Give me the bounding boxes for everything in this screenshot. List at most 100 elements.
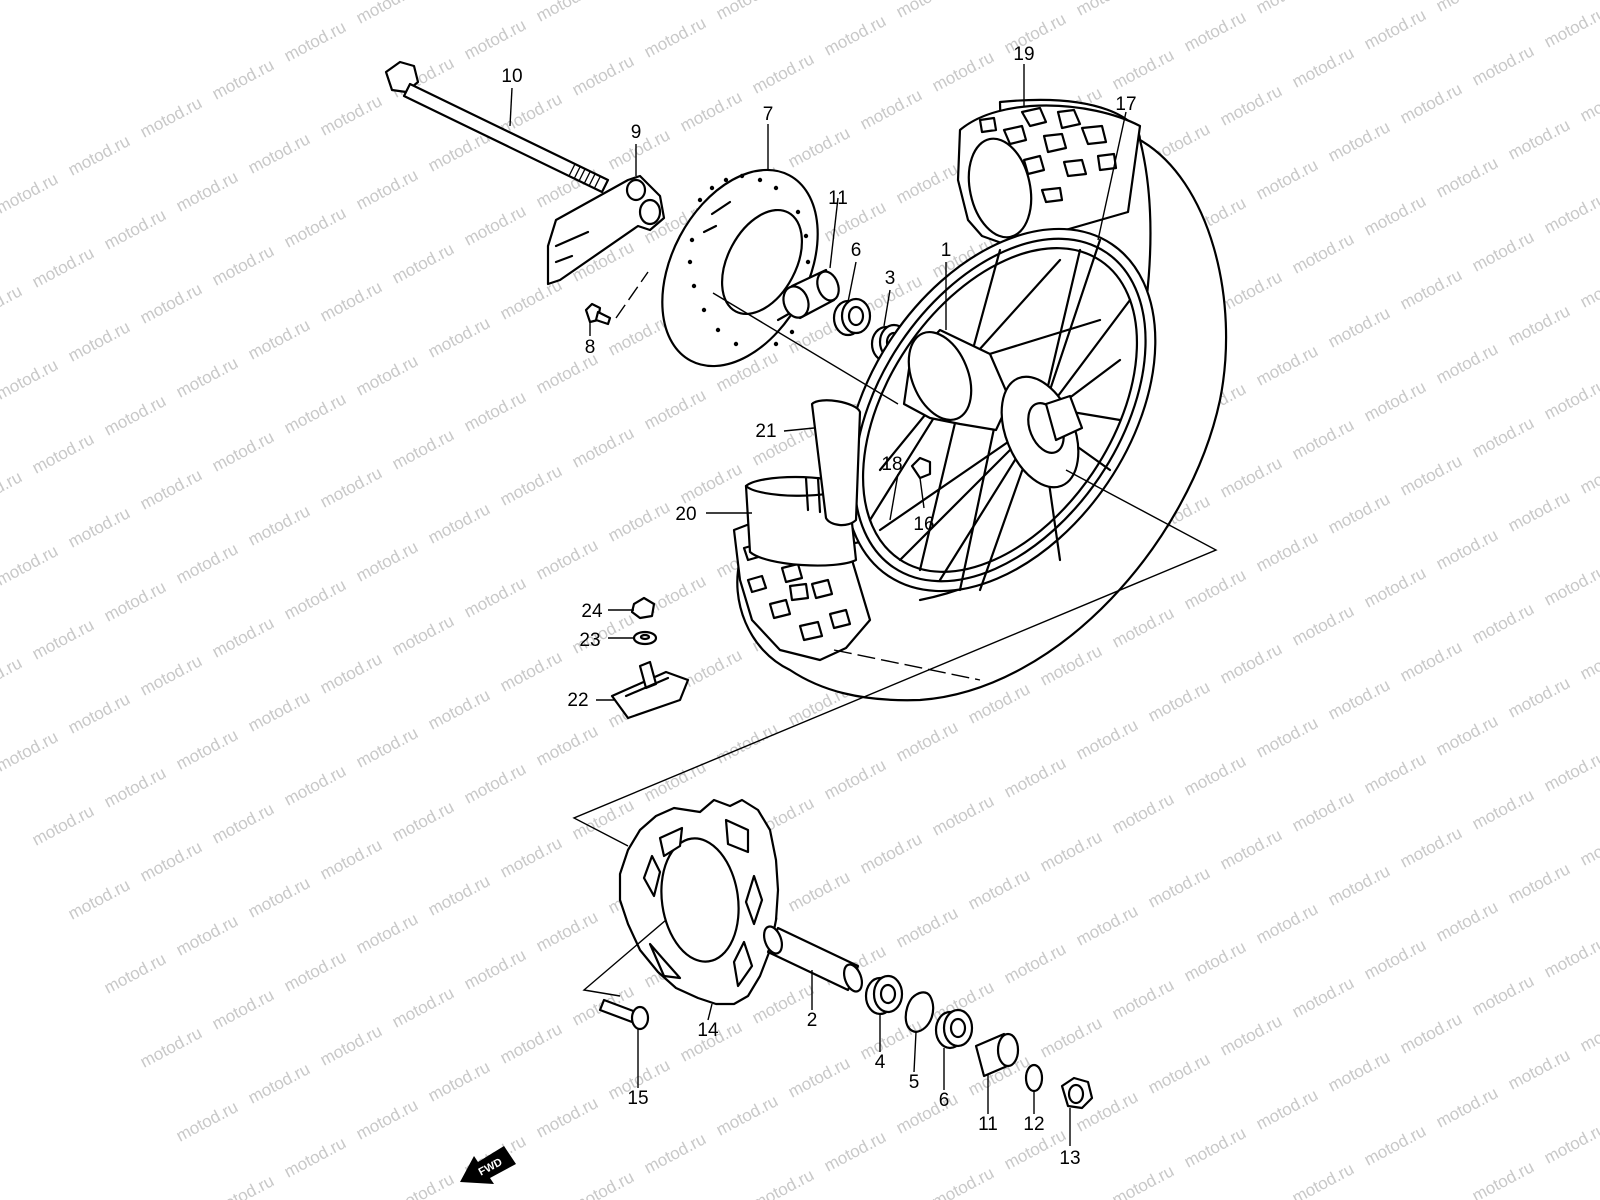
- watermark-text: motod.ru: [0, 727, 61, 775]
- watermark-text: motod.ru: [1397, 1009, 1465, 1057]
- callout-3: 3: [885, 268, 896, 289]
- watermark-text: motod.ru: [173, 539, 241, 587]
- callout-22: 22: [567, 690, 588, 711]
- watermark-text: motod.ru: [1325, 675, 1393, 723]
- callout-21: 21: [755, 421, 776, 442]
- watermark-text: motod.ru: [821, 755, 889, 803]
- watermark-text: motod.ru: [1037, 827, 1105, 875]
- watermark-text: motod.ru: [209, 241, 277, 289]
- watermark-text: motod.ru: [533, 907, 601, 955]
- watermark-text: motod.ru: [245, 501, 313, 549]
- watermark-text: motod.ru: [497, 647, 565, 695]
- spacer-part-11-upper: [782, 268, 840, 320]
- watermark-text: motod.ru: [1469, 413, 1537, 461]
- watermark-text: motod.ru: [137, 837, 205, 885]
- callout-19: 19: [1013, 44, 1034, 65]
- watermark-text: motod.ru: [0, 541, 61, 589]
- callout-17: 17: [1115, 94, 1136, 115]
- watermark-text: motod.ru: [1289, 415, 1357, 463]
- watermark-text: motod.ru: [173, 911, 241, 959]
- watermark-text: motod.ru: [353, 1095, 421, 1143]
- callout-9: 9: [631, 122, 642, 143]
- watermark-text: motod.ru: [1577, 821, 1600, 869]
- watermark-text: motod.ru: [29, 429, 97, 477]
- watermark-text: motod.ru: [1181, 565, 1249, 613]
- watermark-text: motod.ru: [389, 983, 457, 1031]
- washer-part-12: [1024, 1063, 1044, 1093]
- watermark-text: motod.ru: [569, 51, 637, 99]
- watermark-text: motod.ru: [353, 537, 421, 585]
- rim-lock-part-22: [610, 660, 690, 720]
- watermark-text: motod.ru: [1469, 41, 1537, 89]
- watermark-text: motod.ru: [389, 239, 457, 287]
- watermark-text: motod.ru: [65, 689, 133, 737]
- bolt-part-8: [584, 271, 649, 326]
- watermark-text: motod.ru: [1253, 0, 1321, 18]
- watermark-text: motod.ru: [749, 49, 817, 97]
- watermark-text: motod.ru: [101, 577, 169, 625]
- watermark-text: motod.ru: [1217, 81, 1285, 129]
- callout-18: 18: [881, 454, 902, 475]
- watermark-text: motod.ru: [1217, 267, 1285, 315]
- watermark-text: motod.ru: [821, 1127, 889, 1175]
- watermark-text: motod.ru: [281, 947, 349, 995]
- watermark-text: motod.ru: [173, 725, 241, 773]
- watermark-text: motod.ru: [425, 313, 493, 361]
- watermark-text: motod.ru: [533, 721, 601, 769]
- watermark-text: motod.ru: [1541, 189, 1600, 237]
- watermark-text: motod.ru: [1289, 787, 1357, 835]
- watermark-text: motod.ru: [461, 15, 529, 63]
- watermark-text: motod.ru: [353, 165, 421, 213]
- watermark-text: motod.ru: [317, 91, 385, 139]
- watermark-text: motod.ru: [101, 391, 169, 439]
- callout-7: 7: [763, 104, 774, 125]
- watermark-text: motod.ru: [101, 205, 169, 253]
- watermark-text: motod.ru: [1361, 749, 1429, 797]
- watermark-text: motod.ru: [0, 467, 25, 515]
- watermark-text: motod.ru: [1433, 0, 1501, 16]
- watermark-text: motod.ru: [533, 0, 601, 26]
- watermark-text: motod.ru: [245, 687, 313, 735]
- watermark-text: motod.ru: [245, 873, 313, 921]
- watermark-text: motod.ru: [1469, 971, 1537, 1019]
- watermark-text: motod.ru: [1217, 453, 1285, 501]
- watermark-text: motod.ru: [1469, 599, 1537, 647]
- watermark-text: motod.ru: [1541, 1119, 1600, 1167]
- watermark-text: motod.ru: [29, 243, 97, 291]
- callout-23: 23: [579, 630, 600, 651]
- callout-10: 10: [501, 66, 522, 87]
- watermark-text: motod.ru: [1289, 229, 1357, 277]
- watermark-text: motod.ru: [317, 1021, 385, 1069]
- watermark-text: motod.ru: [1181, 751, 1249, 799]
- watermark-text: motod.ru: [1433, 525, 1501, 573]
- watermark-text: motod.ru: [389, 425, 457, 473]
- watermark-text: motod.ru: [353, 351, 421, 399]
- watermark-text: motod.ru: [65, 503, 133, 551]
- watermark-text: motod.ru: [1505, 115, 1573, 163]
- watermark-text: motod.ru: [173, 353, 241, 401]
- watermark-text: motod.ru: [1361, 377, 1429, 425]
- watermark-text: motod.ru: [893, 0, 961, 22]
- watermark-text: motod.ru: [1325, 861, 1393, 909]
- watermark-text: motod.ru: [1577, 77, 1600, 125]
- watermark-text: motod.ru: [281, 389, 349, 437]
- watermark-text: motod.ru: [101, 949, 169, 997]
- watermark-text: motod.ru: [1361, 191, 1429, 239]
- watermark-text: motod.ru: [1181, 1123, 1249, 1171]
- nut-part-24: [630, 596, 656, 620]
- watermark-text: motod.ru: [1505, 859, 1573, 907]
- watermark-text: motod.ru: [1253, 1085, 1321, 1133]
- watermark-text: motod.ru: [209, 427, 277, 475]
- axle-sleeve-part-2: [762, 925, 864, 993]
- watermark-text: motod.ru: [281, 1133, 349, 1181]
- washer-part-23: [632, 630, 658, 646]
- rim-band-part-21: [810, 399, 862, 527]
- watermark-text: motod.ru: [65, 875, 133, 923]
- watermark-text: motod.ru: [281, 761, 349, 809]
- watermark-text: motod.ru: [893, 159, 961, 207]
- watermark-text: motod.ru: [713, 0, 781, 24]
- watermark-text: motod.ru: [1397, 451, 1465, 499]
- callout-labels: 1 2 3 4 5 6 6 7 8 9 10 11 11 12 13 14 15…: [501, 44, 1136, 1169]
- watermark-text: motod.ru: [1073, 0, 1141, 20]
- watermark-text: motod.ru: [461, 945, 529, 993]
